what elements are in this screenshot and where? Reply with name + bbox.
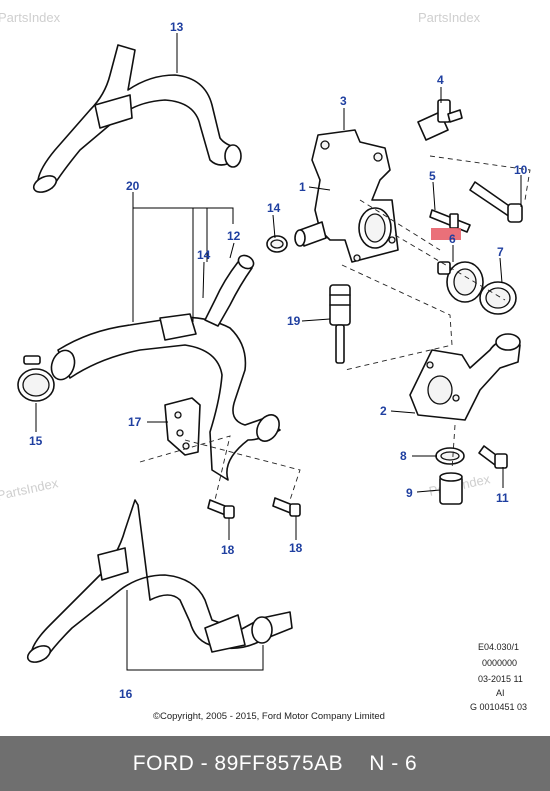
assembly-dashed-lines	[139, 155, 531, 501]
info-line-4: AI	[496, 688, 505, 698]
footer-position-label: N - 6	[369, 751, 418, 775]
footer-part-label: FORD - 89FF8575AB	[132, 751, 344, 775]
callout-3: 3	[340, 94, 347, 108]
callout-15: 15	[29, 434, 43, 448]
hose-16[interactable]	[25, 499, 293, 665]
footer-bar: FORD - 89FF8575AB N - 6	[0, 736, 550, 791]
callout-8: 8	[400, 449, 407, 463]
sensor-4[interactable]	[417, 99, 463, 141]
callout-14-lower: 14	[197, 248, 211, 262]
callout-6: 6	[449, 232, 456, 246]
drawing-info-block: E04.030/1 0000000 03-2015 11 AI G 001045…	[470, 642, 527, 712]
stud-5[interactable]	[429, 209, 471, 233]
bolt-18-left[interactable]	[207, 499, 235, 519]
copyright-text: ©Copyright, 2005 - 2015, Ford Motor Comp…	[153, 711, 385, 722]
bracket-17[interactable]	[164, 397, 201, 456]
callout-leaders	[35, 33, 522, 671]
callout-5: 5	[429, 169, 436, 183]
sender-19[interactable]	[329, 284, 351, 364]
bolt-18-right[interactable]	[272, 497, 301, 517]
callout-11: 11	[496, 491, 509, 505]
callout-18-right: 18	[289, 541, 303, 555]
hose-13[interactable]	[31, 44, 242, 195]
info-line-3: 03-2015 11	[478, 674, 523, 684]
callout-4: 4	[437, 73, 444, 87]
callout-9: 9	[406, 486, 413, 500]
callout-2: 2	[380, 404, 387, 418]
hose-20[interactable]	[48, 253, 284, 481]
thermostat-6[interactable]	[437, 261, 484, 303]
info-line-5: G 0010451 03	[470, 702, 527, 712]
bolt-11[interactable]	[478, 445, 508, 469]
callout-19: 19	[287, 314, 301, 328]
callout-7: 7	[497, 245, 504, 259]
plug-9[interactable]	[439, 472, 463, 505]
callout-12: 12	[227, 229, 241, 243]
o-ring-8[interactable]	[435, 447, 465, 465]
info-line-2: 0000000	[482, 658, 517, 668]
clamp-14-upper[interactable]	[266, 235, 288, 253]
callout-14-upper: 14	[267, 201, 281, 215]
callout-10: 10	[514, 163, 528, 177]
clamp-15[interactable]	[17, 355, 55, 402]
highlight-marker	[431, 228, 461, 240]
watermark-top-right: PartsIndex	[418, 10, 481, 25]
watermark-mid-left: PartsIndex	[0, 475, 60, 503]
thermostat-housing-1[interactable]	[294, 129, 399, 263]
callout-13: 13	[170, 20, 184, 34]
info-line-1: E04.030/1	[478, 642, 519, 652]
bolt-10[interactable]	[469, 181, 523, 223]
callout-17: 17	[128, 415, 142, 429]
watermark-top-left: PartsIndex	[0, 10, 61, 25]
callout-1: 1	[299, 180, 306, 194]
seal-7[interactable]	[479, 281, 517, 315]
callout-20: 20	[126, 179, 140, 193]
callout-16: 16	[119, 687, 133, 701]
parts-diagram: PartsIndex PartsIndex PartsIndex PartsIn…	[0, 10, 531, 722]
callout-18-left: 18	[221, 543, 235, 557]
connector-2[interactable]	[409, 333, 521, 421]
